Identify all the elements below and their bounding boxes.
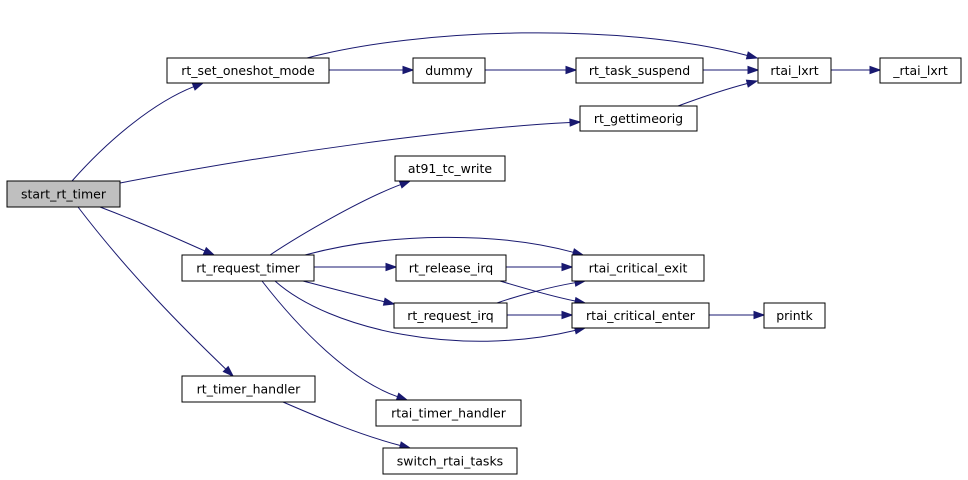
node-dummy[interactable]: dummy [412,57,486,84]
edge-rt-release-irq-to-rtai-critical-exit [506,262,574,272]
edge-rtai-lxrt-to-underscore-rtai-lxrt [831,65,882,75]
arrowhead-icon [395,392,409,401]
node-rt-gettimeorig[interactable]: rt_gettimeorig [579,105,698,132]
edge-line [269,184,401,256]
arrowhead-icon [569,118,582,127]
node-label-dummy: dummy [425,63,473,78]
node-label-rt-task-suspend: rt_task_suspend [589,63,690,78]
edge-rt-set-oneshot-mode-to-rtai-lxrt [306,32,759,60]
edge-start-rt-timer-to-rt-timer-handler [77,206,235,378]
arrowhead-icon [565,65,578,75]
node-rt-task-suspend[interactable]: rt_task_suspend [575,57,704,84]
node-label-rt-set-oneshot-mode: rt_set_oneshot_mode [181,63,315,78]
edge-rt-request-timer-to-at91-tc-write [269,180,412,256]
arrowhead-icon [753,310,766,320]
arrowhead-icon [398,180,412,189]
edge-rt-request-irq-to-rtai-critical-enter [507,310,574,320]
node-label-rt-request-irq: rt_request_irq [407,308,493,323]
node-switch-rtai-tasks[interactable]: switch_rtai_tasks [382,447,518,475]
edge-line [302,280,385,303]
edge-line [499,280,576,302]
edge-line [77,206,227,370]
edge-rt-request-timer-to-rt-release-irq [314,262,398,272]
node-rt-set-oneshot-mode[interactable]: rt_set_oneshot_mode [166,57,330,84]
node-rtai-critical-enter[interactable]: rtai_critical_enter [571,302,710,329]
node-label-rtai-critical-enter: rtai_critical_enter [586,308,696,323]
edge-rt-request-timer-to-rtai-critical-enter [274,280,587,342]
node-label-rtai-critical-exit: rtai_critical_exit [589,261,688,276]
edge-line [306,32,748,59]
edge-rt-gettimeorig-to-rtai-lxrt [677,79,759,107]
edge-line [282,401,401,446]
edge-line [119,121,571,184]
arrowhead-icon [385,262,398,272]
node-rt-release-irq[interactable]: rt_release_irq [395,254,507,282]
edge-rt-request-timer-to-rt-request-irq [302,280,396,306]
arrowhead-icon [382,297,396,306]
edge-line [274,280,576,342]
node-underscore-rtai-lxrt[interactable]: _rtai_lxrt [879,57,962,84]
arrowhead-icon [745,79,759,88]
arrowhead-icon [402,65,415,75]
node-rtai-lxrt[interactable]: rtai_lxrt [757,57,832,84]
edge-line [496,282,576,304]
node-start-rt-timer[interactable]: start_rt_timer [6,180,121,208]
arrowhead-icon [191,82,205,91]
node-rtai-critical-exit[interactable]: rtai_critical_exit [571,254,705,282]
edge-line [99,206,206,252]
node-label-rt-request-timer: rt_request_timer [196,261,300,276]
node-label-rt-gettimeorig: rt_gettimeorig [594,111,683,126]
arrowhead-icon [745,51,759,60]
edge-rtai-critical-enter-to-printk [709,310,766,320]
edge-rt-request-timer-to-rtai-critical-exit [304,236,585,257]
node-rt-request-timer[interactable]: rt_request_timer [181,254,315,282]
edge-rt-request-irq-to-rtai-critical-exit [496,278,587,304]
edge-start-rt-timer-to-rt-request-timer [99,206,216,256]
arrowhead-icon [222,365,235,378]
node-printk[interactable]: printk [763,302,826,329]
node-rt-request-irq[interactable]: rt_request_irq [393,302,508,329]
arrowhead-icon [869,65,882,75]
edge-rt-task-suspend-to-rtai-lxrt [703,65,760,75]
node-label-rtai-timer-handler: rtai_timer_handler [391,406,507,421]
arrowhead-icon [561,262,574,272]
arrowhead-icon [561,310,574,320]
edge-line [677,83,748,107]
arrowhead-icon [202,246,216,256]
node-label-rt-release-irq: rt_release_irq [409,261,493,276]
arrowhead-icon [747,65,760,75]
edge-line [71,86,194,182]
edge-line [261,280,398,398]
node-at91-tc-write[interactable]: at91_tc_write [394,155,506,182]
call-graph-nodes: start_rt_timer rt_set_oneshot_mode dummy… [6,57,962,475]
edge-line [304,236,574,256]
node-label-start-rt-timer: start_rt_timer [21,187,107,202]
edge-dummy-to-rt-task-suspend [485,65,578,75]
edge-rt-set-oneshot-mode-to-dummy [329,65,415,75]
node-label-rtai-lxrt: rtai_lxrt [770,63,818,78]
edge-rt-release-irq-to-rtai-critical-enter [499,280,587,306]
edge-start-rt-timer-to-rt-gettimeorig [119,118,582,184]
node-label-at91-tc-write: at91_tc_write [408,161,492,176]
node-label-underscore-rtai-lxrt: _rtai_lxrt [892,63,948,78]
edge-start-rt-timer-to-rt-set-oneshot-mode [71,82,205,182]
node-label-switch-rtai-tasks: switch_rtai_tasks [397,454,503,469]
call-graph-edges [71,32,882,450]
node-rtai-timer-handler[interactable]: rtai_timer_handler [375,399,522,427]
node-label-printk: printk [776,308,813,323]
node-label-rt-timer-handler: rt_timer_handler [197,382,302,397]
node-rt-timer-handler[interactable]: rt_timer_handler [181,375,316,403]
